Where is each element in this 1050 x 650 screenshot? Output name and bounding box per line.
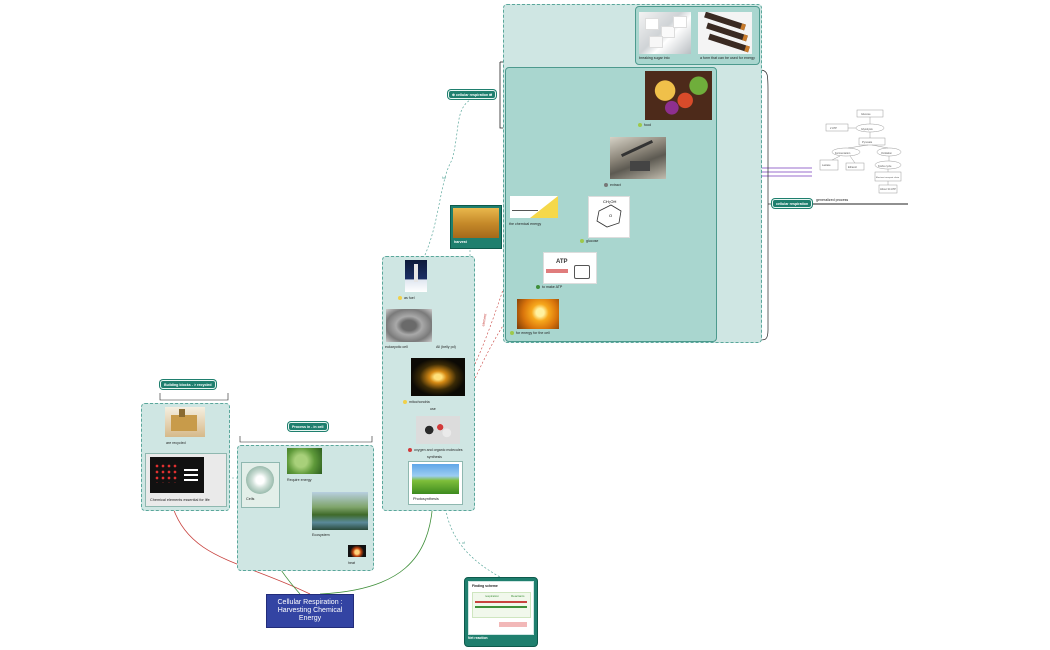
flow-node-krebs: Krebs cycle — [878, 164, 892, 168]
reaction-card-title: Finding scheme — [472, 584, 498, 588]
svg-text:O: O — [609, 213, 612, 218]
molecules-image — [416, 416, 460, 444]
photosynthesis-node[interactable]: Photosynthesis — [408, 461, 463, 505]
all-label: All (belly pd) — [436, 345, 456, 349]
process-in-cell-tag[interactable]: Process in - in cell — [288, 422, 328, 431]
harvest-node[interactable]: harvest — [450, 205, 502, 249]
harvest-label: harvest — [454, 240, 467, 244]
link-icon: ⇄ — [488, 93, 493, 97]
flow-node-ethanol: Ethanol — [848, 165, 857, 169]
flow-node-glycolysis: Glycolysis — [861, 127, 873, 131]
cellular-respiration-right-tag[interactable]: cellular respiration — [772, 199, 813, 208]
net-reaction-label: Net reaction — [468, 636, 488, 640]
heat-label: heat — [348, 561, 355, 565]
connector-label-of: of — [462, 541, 465, 545]
cells-label: Cells — [246, 497, 255, 501]
reaction-card: Finding scheme respiration Reactants — [468, 581, 534, 635]
glucose-image: CH₂OH O — [588, 196, 630, 238]
central-topic-line-2: Harvesting Chemical — [277, 607, 343, 614]
chemical-energy-image — [510, 196, 558, 218]
flow-node-34atp: About 34 ATP — [880, 187, 896, 191]
connector-label-for: for — [442, 176, 447, 180]
photosynthesis-label: Photosynthesis — [413, 497, 439, 501]
wheat-field-image — [453, 208, 499, 238]
reaction-equation: respiration Reactants — [472, 592, 531, 618]
flow-node-fermentation: Fermentation — [835, 151, 851, 155]
central-topic[interactable]: Cellular Respiration : Harvesting Chemic… — [266, 594, 354, 628]
require-energy-label: Require energy — [287, 478, 312, 482]
cell-image — [246, 466, 274, 494]
column-side-label: use — [430, 407, 436, 411]
generalized-process-label: generalized process — [816, 198, 849, 202]
energy-cell-label: for energy for the cell — [510, 331, 550, 336]
ecosystem-image — [312, 492, 368, 530]
flow-node-lactate: Lactate — [822, 163, 831, 167]
elements-chart-image — [150, 457, 204, 493]
shuttle-launch-image — [405, 260, 427, 292]
make-atp-label: to make ATP — [536, 285, 562, 290]
central-topic-line-1: Cellular Respiration : — [277, 599, 343, 606]
battery-caption: a form that can be used for energy — [700, 56, 755, 60]
eukaryotic-cell-label: eukaryotic cell — [385, 345, 408, 349]
building-blocks-tag[interactable]: Building blocks - > recycled — [160, 380, 216, 389]
synthesis-label: synthesis — [427, 455, 442, 459]
flow-node-glucose: Glucose — [861, 112, 871, 116]
mitochondria-label: mitochondria — [403, 400, 430, 405]
ecosystem-label: Ecosystem — [312, 533, 330, 537]
atp-image: ATP — [543, 252, 597, 284]
extract-label: extract — [604, 183, 621, 188]
leaf-cell-image — [287, 448, 322, 474]
svg-text:CH₂OH: CH₂OH — [603, 199, 616, 204]
food-image — [645, 71, 712, 120]
extract-image — [610, 137, 666, 179]
grass-image — [412, 464, 459, 494]
chemical-elements-node[interactable]: Chemical elements essential for life — [145, 453, 227, 507]
chemical-energy-label: the chemical energy — [509, 222, 542, 226]
cells-node[interactable]: Cells — [241, 462, 280, 508]
recycle-plant-image — [165, 407, 205, 437]
central-topic-line-3: Energy — [298, 615, 322, 622]
lightbulb-image — [517, 299, 559, 329]
flow-node-pyruvate: Pyruvate — [862, 140, 873, 144]
batteries-image — [698, 12, 752, 54]
reaction-col-2: Reactants — [511, 594, 525, 598]
flow-node-2atp: 2 ATP — [830, 126, 837, 130]
recycled-label: are recycled — [166, 441, 186, 445]
mitochondria-image — [411, 358, 465, 396]
atp-caption: ATP — [556, 259, 568, 265]
flow-node-etc: Electron transport chain — [876, 176, 900, 179]
oxygen-label: oxygen and organic molecules — [408, 448, 463, 453]
reaction-col-1: respiration — [485, 594, 500, 598]
eukaryotic-cell-image — [386, 309, 432, 342]
glucose-label: glucose — [580, 239, 598, 244]
sugar-cubes-image — [639, 12, 691, 54]
fire-image — [348, 545, 366, 557]
food-label: food — [638, 123, 651, 128]
flow-node-oxidation: Oxidation — [881, 151, 893, 155]
info-icon: ⊕ — [452, 93, 457, 97]
cellular-respiration-tag[interactable]: ⊕ cellular respiration ⇄ — [448, 90, 497, 99]
sugar-caption: breaking sugar into — [639, 56, 670, 60]
as-fuel-label: as fuel — [398, 296, 415, 301]
elements-label: Chemical elements essential for life — [150, 498, 210, 502]
